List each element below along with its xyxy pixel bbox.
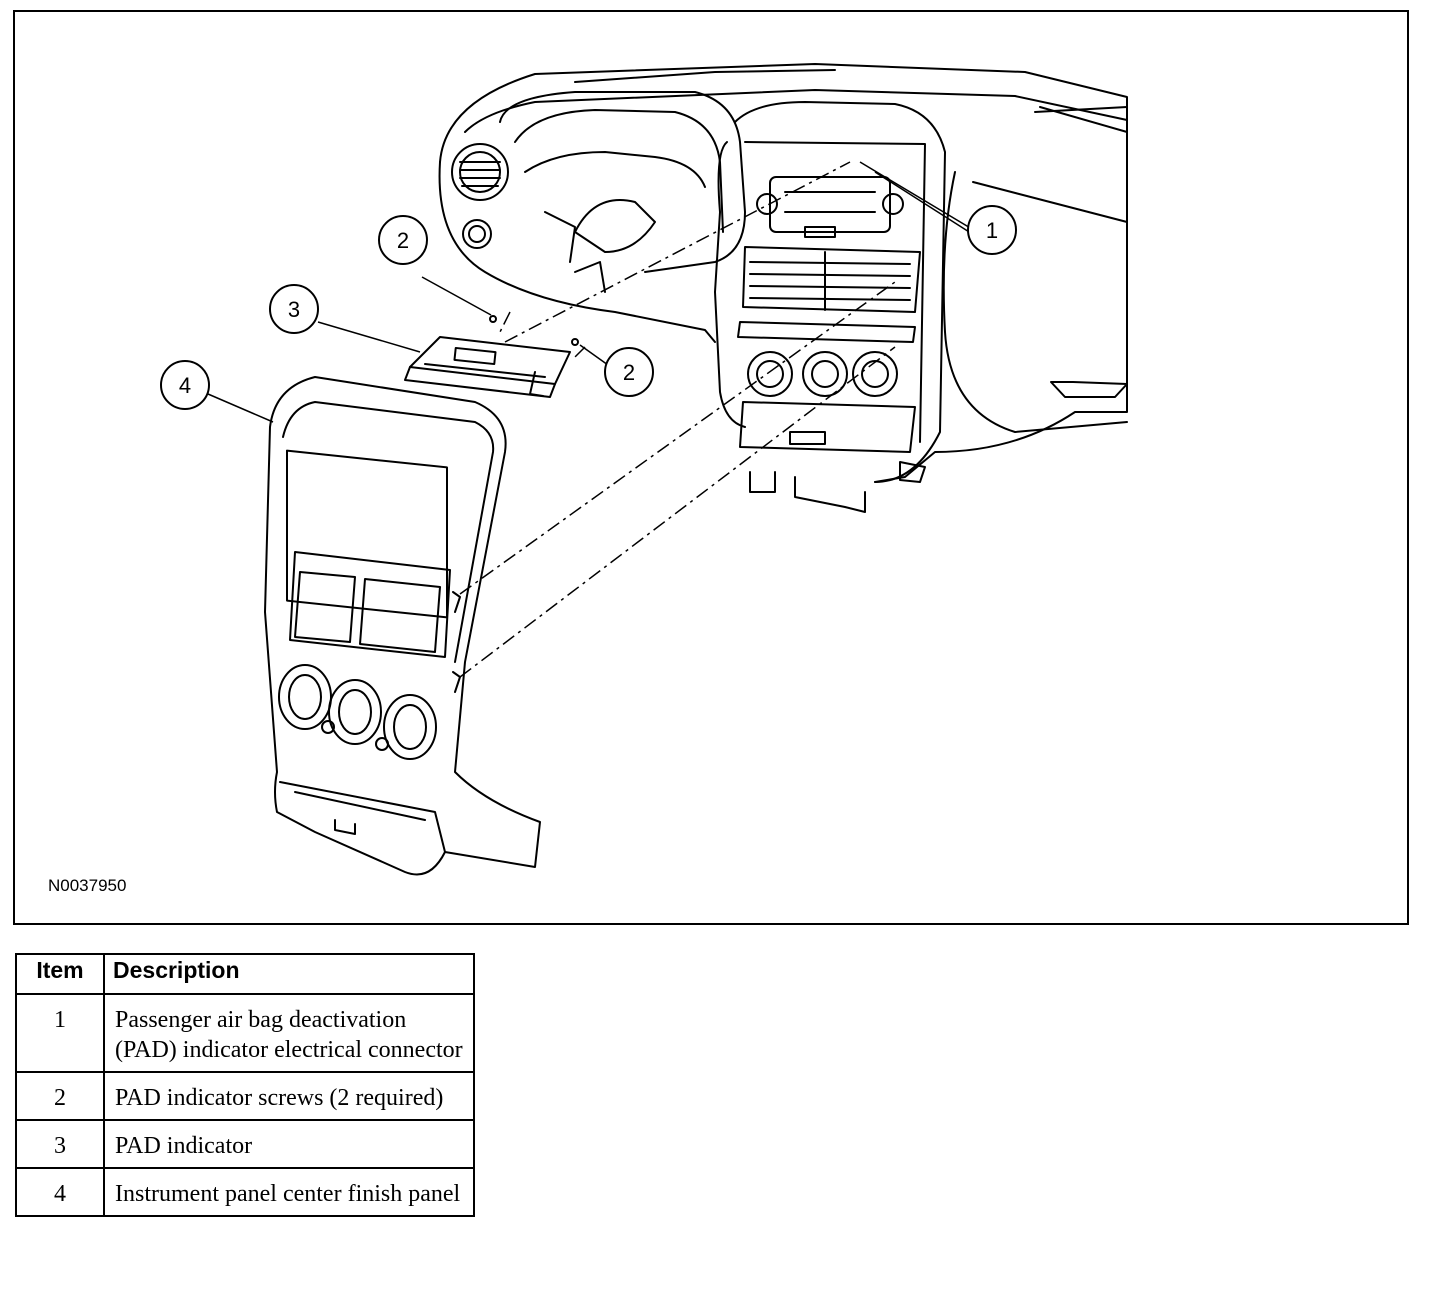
figure-id-label: N0037950 (48, 876, 127, 895)
callout-2b: 2 (604, 347, 654, 397)
callout-2a-number: 2 (397, 228, 409, 253)
callout-1-number: 1 (986, 218, 998, 243)
callout-2a: 2 (378, 215, 428, 265)
pad-indicator-screws (489, 315, 579, 346)
item-description: PAD indicator (103, 1119, 475, 1169)
item-number: 1 (15, 993, 105, 1073)
exploded-view-figure: 1 2 2 3 4 N0037950 (13, 10, 1409, 925)
legend-table: Item Description 1 Passenger air bag dea… (15, 953, 475, 1217)
item-description: Instrument panel center finish panel (103, 1167, 475, 1217)
item-number: 4 (15, 1167, 105, 1217)
item-description: Passenger air bag deactivation (PAD) ind… (103, 993, 475, 1073)
item-number: 3 (15, 1119, 105, 1169)
pad-indicator-part (404, 336, 571, 398)
center-finish-panel-part (264, 376, 541, 876)
table-row: 2 PAD indicator screws (2 required) (15, 1071, 475, 1121)
callout-2b-number: 2 (623, 360, 635, 385)
table-row: 1 Passenger air bag deactivation (PAD) i… (15, 993, 475, 1073)
item-number: 2 (15, 1071, 105, 1121)
description-column-header: Description (103, 953, 475, 995)
callout-3-number: 3 (288, 297, 300, 322)
item-column-header: Item (15, 953, 105, 995)
instrument-panel (438, 63, 1128, 513)
table-row: 3 PAD indicator (15, 1119, 475, 1169)
table-row: 4 Instrument panel center finish panel (15, 1167, 475, 1217)
legend-header-row: Item Description (15, 953, 475, 995)
dashboard-drawing: 1 2 2 3 4 (160, 63, 1128, 876)
callout-leaders (207, 161, 978, 423)
alignment-lines (459, 161, 896, 678)
callout-4: 4 (160, 360, 210, 410)
callout-4-number: 4 (179, 373, 191, 398)
callout-3: 3 (269, 284, 319, 334)
item-description: PAD indicator screws (2 required) (103, 1071, 475, 1121)
callout-1: 1 (967, 205, 1017, 255)
